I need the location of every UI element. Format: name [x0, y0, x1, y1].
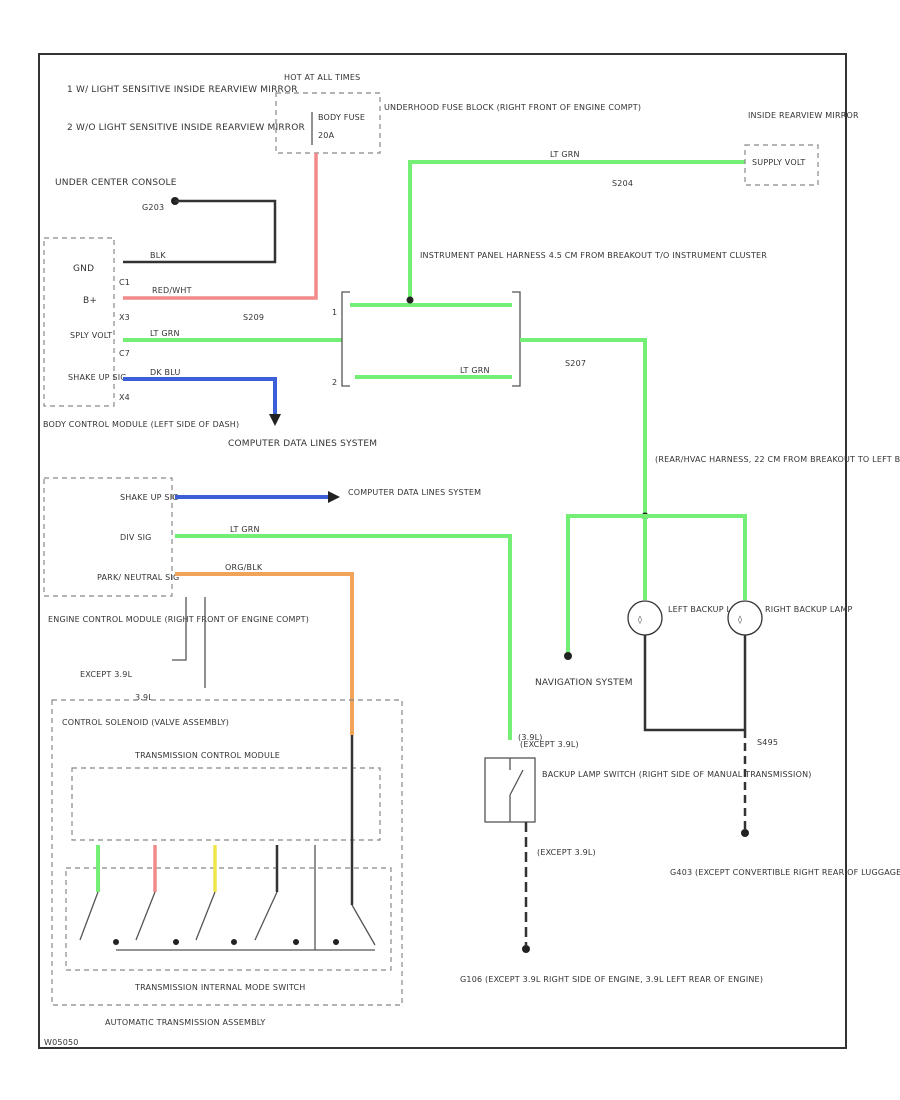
ecm-l39: 3.9L: [135, 693, 153, 702]
ecm-pin-park: PARK/ NEUTRAL SIG: [97, 573, 179, 582]
left-lamp-label: LEFT BACKUP LAMP: [668, 605, 749, 614]
wire-lt-grn-rear: [520, 338, 647, 516]
wire-lt-grn-mirror: [408, 160, 745, 300]
bcm-pin-shake: SHAKE UP SIG: [68, 373, 127, 382]
ground-g403: G403 (EXCEPT CONVERTIBLE RIGHT REAR OF L…: [670, 868, 900, 877]
ground-location: UNDER CENTER CONSOLE: [55, 178, 177, 188]
wire-label-blk: BLK: [150, 251, 166, 260]
wire-blk-lamp-ground: [643, 635, 747, 732]
wire-dk-blu-bcm: [123, 377, 277, 416]
automatic-transmission-assembly: CONTROL SOLENOID (VALVE ASSEMBLY) TRANSM…: [51, 699, 403, 1027]
svg-text:◊: ◊: [638, 615, 642, 624]
fuse-amperage: 20A: [318, 131, 335, 140]
tcm-module: TRANSMISSION CONTROL MODULE: [134, 751, 280, 760]
navigation-system: NAVIGATION SYSTEM: [535, 678, 633, 688]
legend: 1 W/ LIGHT SENSITIVE INSIDE REARVIEW MIR…: [67, 85, 305, 133]
ground-g203: UNDER CENTER CONSOLE G203 BLK: [55, 178, 277, 264]
wire-red-wht-supply: [123, 153, 318, 300]
switch-note: (EXCEPT 3.9L): [520, 740, 579, 749]
ground-id: G203: [142, 203, 164, 212]
cds-label-1: COMPUTER DATA LINES SYSTEM: [228, 439, 377, 449]
switch-name: BACKUP LAMP SWITCH (RIGHT SIDE OF MANUAL…: [542, 770, 812, 779]
svg-text:1: 1: [332, 308, 337, 317]
wire-lt-grn-ecm: [175, 534, 512, 740]
switch-l39: (3.9L): [518, 733, 543, 742]
backup-lamp-switch: (EXCEPT 3.9L) BACKUP LAMP SWITCH (RIGHT …: [460, 733, 812, 984]
cds-label-2: COMPUTER DATA LINES SYSTEM: [348, 488, 481, 497]
bcm-pinno-4: X4: [119, 393, 130, 402]
legend-item-2: 2 W/O LIGHT SENSITIVE INSIDE REARVIEW MI…: [67, 123, 305, 133]
fuse-hot-label: HOT AT ALL TIMES: [284, 73, 360, 82]
bcm-pin-gnd: GND: [73, 264, 94, 274]
wire-lt-grn-lamps: [566, 514, 747, 653]
tcm-assembly: AUTOMATIC TRANSMISSION ASSEMBLY: [105, 1018, 265, 1027]
inside-rearview-mirror: INSIDE REARVIEW MIRROR SUPPLY VOLT: [744, 111, 859, 186]
ecm-except: EXCEPT 3.9L: [80, 670, 133, 679]
tcm-mode-switch: TRANSMISSION INTERNAL MODE SWITCH: [134, 983, 305, 992]
bcm-pin-sply-volt: SPLY VOLT: [70, 331, 112, 340]
splice-s495: S495: [757, 738, 778, 747]
rear-harness-note: (REAR/HVAC HARNESS, 22 CM FROM BREAKOUT …: [655, 455, 900, 464]
splice-s209: S209: [243, 313, 264, 322]
mirror-pin: SUPPLY VOLT: [752, 158, 805, 167]
engine-control-module: SHAKE UP SIG DIV SIG PARK/ NEUTRAL SIG E…: [43, 477, 309, 702]
right-lamp-label: RIGHT BACKUP LAMP: [765, 605, 852, 614]
diagram-frame: [38, 53, 847, 1049]
bcm-pinno-3: C7: [119, 349, 130, 358]
splice-s204: S204: [612, 179, 633, 188]
svg-text:◊: ◊: [738, 615, 742, 624]
ecm-pin-div: DIV SIG: [120, 533, 152, 542]
ecm-name: ENGINE CONTROL MODULE (RIGHT FRONT OF EN…: [48, 615, 309, 624]
switch-except: (EXCEPT 3.9L): [537, 848, 596, 857]
ground-g106: G106 (EXCEPT 3.9L RIGHT SIDE OF ENGINE, …: [460, 975, 763, 984]
ip-harness-connector: 1 2 LT GRN INSTRUMENT PANEL HARNESS 4.5 …: [332, 251, 767, 387]
footer-code: W05050: [44, 1038, 79, 1047]
wire-label-org: ORG/BLK: [225, 563, 263, 572]
wire-label-red-wht: RED/WHT: [152, 286, 192, 295]
fuse-block-name: UNDERHOOD FUSE BLOCK (RIGHT FRONT OF ENG…: [384, 103, 641, 112]
legend-item-1: 1 W/ LIGHT SENSITIVE INSIDE REARVIEW MIR…: [67, 85, 298, 95]
body-control-module: GND B+ SPLY VOLT SHAKE UP SIG C1 X3 C7 X…: [43, 237, 239, 429]
bcm-pinno-2: X3: [119, 313, 130, 322]
wire-blk-ground: [123, 199, 277, 264]
ecm-pin-shake: SHAKE UP SIG: [120, 493, 179, 502]
wire-label-dk-blu: DK BLU: [150, 368, 181, 377]
wire-label-lt-grn-1: LT GRN: [150, 329, 180, 338]
mirror-name: INSIDE REARVIEW MIRROR: [748, 111, 859, 120]
wire-label-lt-grn-3: LT GRN: [550, 150, 580, 159]
wire-org-blk-ecm: [175, 572, 354, 735]
bcm-pin-bplus: B+: [83, 296, 97, 306]
ip-harness-note: INSTRUMENT PANEL HARNESS 4.5 CM FROM BRE…: [420, 251, 767, 260]
underhood-fuse-block: HOT AT ALL TIMES BODY FUSE 20A UNDERHOOD…: [275, 73, 641, 154]
wire-label-lt-grn-4: LT GRN: [230, 525, 260, 534]
bcm-pinno-1: C1: [119, 278, 130, 287]
splice-s207: S207: [565, 359, 586, 368]
tcm-solenoid: CONTROL SOLENOID (VALVE ASSEMBLY): [62, 718, 229, 727]
fuse-name: BODY FUSE: [318, 113, 365, 122]
right-backup-lamp: ◊ RIGHT BACKUP LAMP: [727, 600, 852, 636]
wire-label-lt-grn-2: LT GRN: [460, 366, 490, 375]
svg-text:2: 2: [332, 378, 337, 387]
bcm-name: BODY CONTROL MODULE (LEFT SIDE OF DASH): [43, 420, 239, 429]
